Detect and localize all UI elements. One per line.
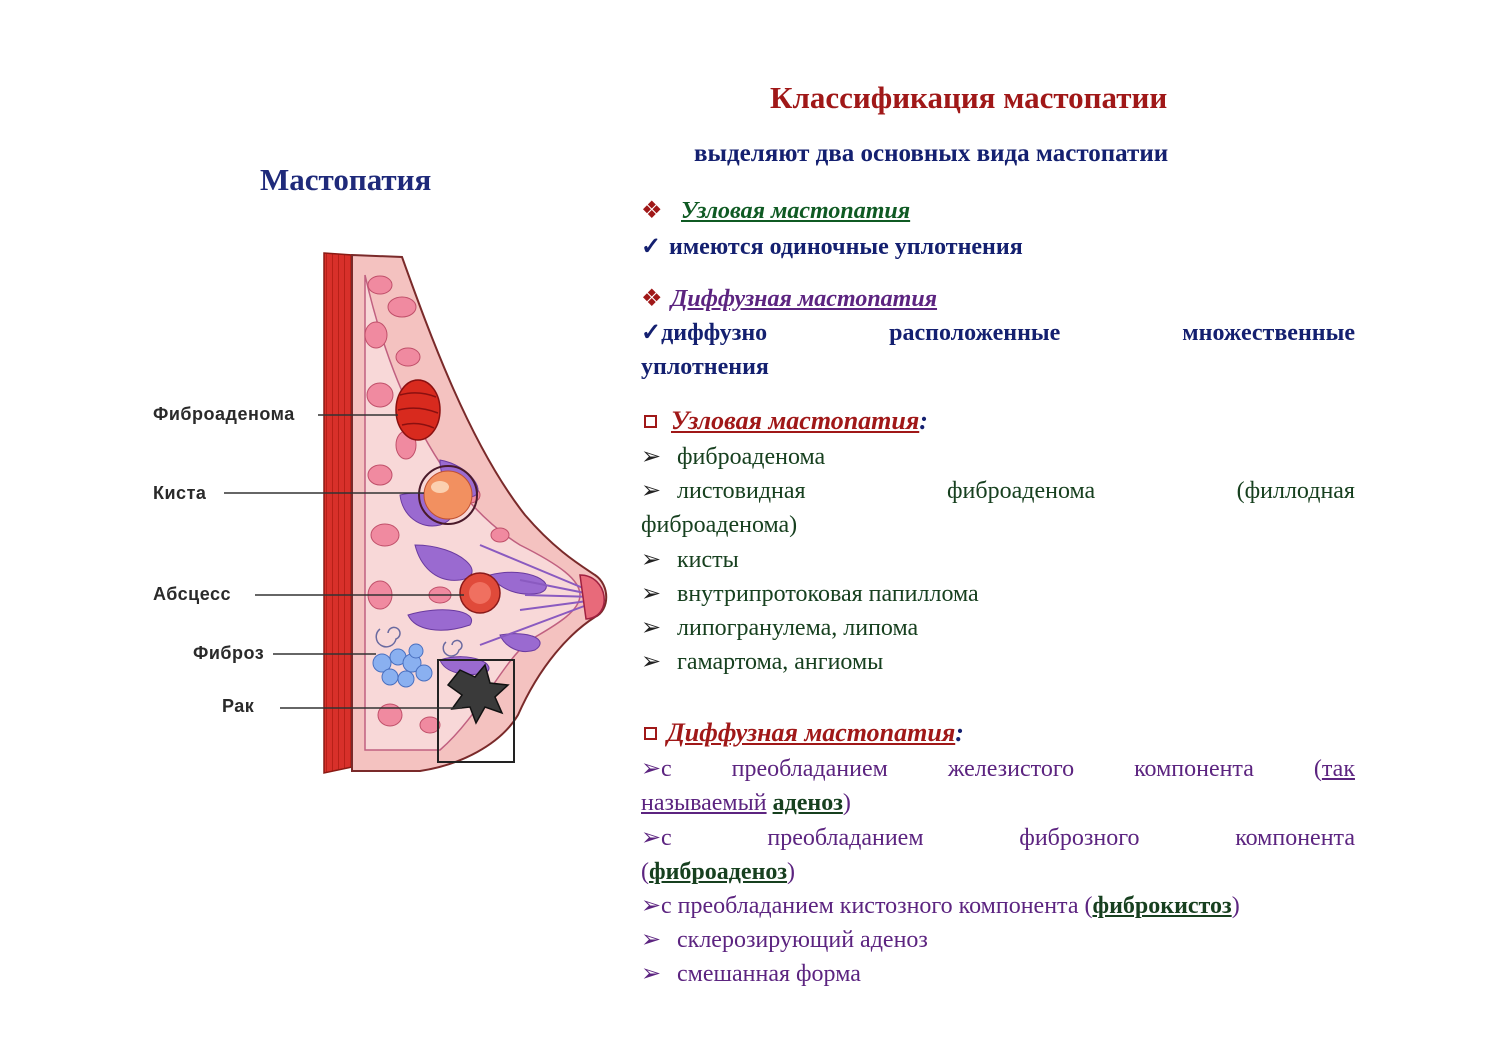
word: преобладанием <box>767 825 924 851</box>
type-nodular-desc: ✓ имеются одиночные уплотнения <box>641 230 1355 264</box>
nodular-item: ➢ фиброаденома <box>641 440 1355 474</box>
chest-wall-muscle <box>323 252 353 774</box>
word: листовидная <box>677 478 806 504</box>
diffuse-item-cont: (фиброаденоз) <box>641 855 1355 889</box>
word: множественные <box>1182 320 1355 346</box>
item-text: смешанная форма <box>677 961 861 987</box>
word: фиброаденома <box>946 478 1096 504</box>
diamond-bullet-icon: ❖ <box>641 198 663 224</box>
label-fibrosis: Фиброз <box>193 643 265 663</box>
arrow-bullet-icon: ➢ <box>641 444 662 470</box>
cancer-tumor <box>437 659 515 763</box>
label-cancer: Рак <box>222 696 255 716</box>
diffuse-item-cont: называемый аденоз) <box>641 786 1355 820</box>
word: с <box>661 825 672 851</box>
word: диффузно <box>661 320 768 346</box>
paren: ( <box>641 859 649 885</box>
word: с <box>661 756 672 782</box>
term-adenosis: аденоз <box>772 790 843 816</box>
label-abscess: Абсцесс <box>153 584 232 604</box>
term-fibroadenosis: фиброаденоз <box>649 859 788 885</box>
fibroadenoma-mass <box>395 379 441 441</box>
word: называемый <box>641 790 767 816</box>
diffuse-section-heading: Диффузная мастопатия: <box>641 716 1355 750</box>
type-nodular-name: Узловая мастопатия <box>681 198 911 224</box>
type-nodular-desc-text: имеются одиночные уплотнения <box>669 234 1023 260</box>
label-cyst: Киста <box>153 483 207 503</box>
nodular-item: ➢ кисты <box>641 543 1355 577</box>
nodular-item: ➢ липогранулема, липома <box>641 611 1355 645</box>
paren: ) <box>787 859 796 885</box>
fibrosis <box>375 626 463 657</box>
paren: ( <box>1313 756 1322 782</box>
item-text: фиброаденома <box>677 444 826 470</box>
item-text: липогранулема, липома <box>677 615 919 641</box>
item-text: внутрипротоковая папиллома <box>677 581 979 607</box>
arrow-bullet-icon: ➢ <box>641 756 662 782</box>
type-diffuse-desc: ✓диффузно расположенные множественные <box>641 316 1355 350</box>
diagram-title: Мастопатия <box>260 162 432 197</box>
arrow-bullet-icon: ➢ <box>641 825 662 851</box>
diffuse-item: ➢с преобладанием железистого компонента … <box>641 752 1355 786</box>
classification-title: Классификация мастопатии <box>770 80 1168 115</box>
arrow-bullet-icon: ➢ <box>641 961 662 987</box>
paren: ) <box>842 790 851 816</box>
arrow-bullet-icon: ➢ <box>641 893 662 919</box>
type-nodular-heading: ❖ Узловая мастопатия <box>641 194 1355 228</box>
item-text: гамартома, ангиомы <box>677 649 884 675</box>
nodular-item: ➢ внутрипротоковая папиллома <box>641 577 1355 611</box>
word: компонента <box>1235 825 1355 851</box>
check-icon: ✓ <box>641 234 662 260</box>
arrow-bullet-icon: ➢ <box>641 581 662 607</box>
abscess <box>459 572 501 614</box>
square-bullet-icon <box>644 415 657 428</box>
nodular-heading-text: Узловая мастопатия <box>671 406 920 435</box>
arrow-bullet-icon: ➢ <box>641 615 662 641</box>
diffuse-item: ➢ склерозирующий аденоз <box>641 923 1355 957</box>
word: преобладанием <box>731 756 888 782</box>
word: расположенные <box>889 320 1061 346</box>
breast-anatomy-illustration <box>224 252 608 774</box>
nodular-item: ➢ гамартома, ангиомы <box>641 645 1355 679</box>
term-fibrocystosis: фиброкистоз <box>1092 893 1232 919</box>
cyst <box>418 465 478 525</box>
arrow-bullet-icon: ➢ <box>641 547 662 573</box>
diamond-bullet-icon: ❖ <box>641 286 663 312</box>
item-text: с преобладанием кистозного компонента ( <box>661 893 1093 919</box>
arrow-bullet-icon: ➢ <box>641 649 662 675</box>
nipple <box>579 574 605 620</box>
label-fibroadenoma: Фиброаденома <box>153 404 295 424</box>
nodular-section-heading: Узловая мастопатия: <box>641 404 1355 438</box>
diffuse-item: ➢с преобладанием кистозного компонента (… <box>641 889 1355 923</box>
arrow-bullet-icon: ➢ <box>641 478 662 504</box>
diffuse-heading-text: Диффузная мастопатия <box>667 718 956 747</box>
colon: : <box>919 406 928 435</box>
type-diffuse-heading: ❖ Диффузная мастопатия <box>641 282 1355 316</box>
diffuse-item: ➢с преобладанием фиброзного компонента <box>641 821 1355 855</box>
nodular-item-cont: фиброаденома) <box>641 512 798 538</box>
word: так <box>1321 756 1355 782</box>
check-icon: ✓ <box>641 320 662 346</box>
arrow-bullet-icon: ➢ <box>641 927 662 953</box>
type-diffuse-desc-end: уплотнения <box>641 354 769 380</box>
word: компонента <box>1134 756 1254 782</box>
item-text: кисты <box>677 547 739 573</box>
type-diffuse-name: Диффузная мастопатия <box>671 286 938 312</box>
square-bullet-icon <box>644 727 657 740</box>
word: (филлодная <box>1236 478 1355 504</box>
diffuse-item: ➢ смешанная форма <box>641 957 1355 991</box>
word: фиброзного <box>1019 825 1140 851</box>
item-text: склерозирующий аденоз <box>677 927 928 953</box>
colon: : <box>955 718 964 747</box>
paren: ) <box>1231 893 1240 919</box>
classification-subtitle: выделяют два основных вида мастопатии <box>694 140 1169 167</box>
nodular-item: ➢ листовидная фиброаденома (филлодная <box>641 474 1355 508</box>
word: железистого <box>947 756 1075 782</box>
